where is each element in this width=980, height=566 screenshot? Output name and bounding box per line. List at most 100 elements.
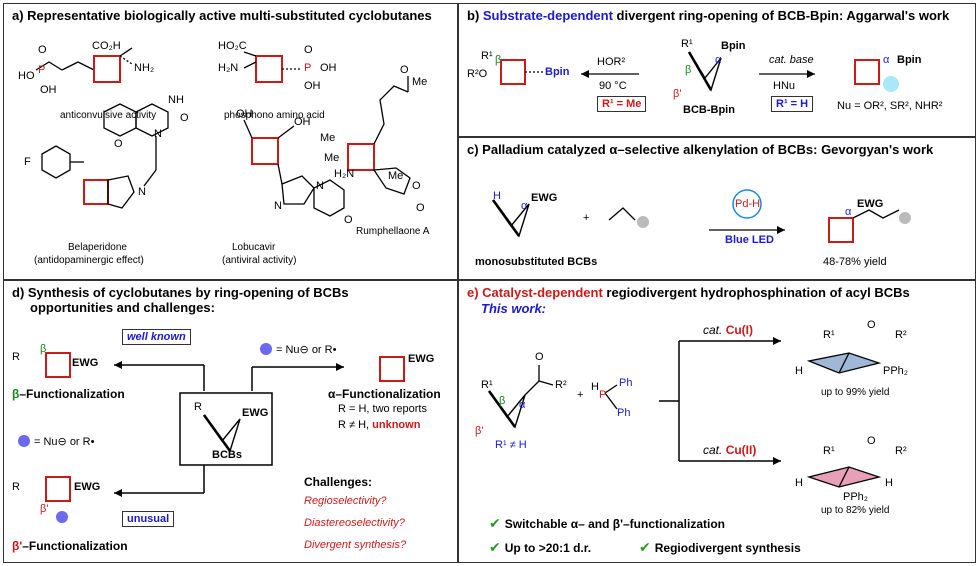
panel-e: e) Catalyst-dependent regiodivergent hyd… xyxy=(458,280,976,563)
label-belaperidone-sub: (antidopaminergic effect) xyxy=(34,255,144,266)
reagent-right-1: cat. base xyxy=(769,54,814,66)
atom-label: HO xyxy=(18,70,35,82)
check-icon: ✔ xyxy=(489,515,501,531)
cyclobutane-ring xyxy=(93,55,121,83)
box-r1-me: R¹ = Me xyxy=(597,96,647,112)
atom-label: O xyxy=(412,180,421,192)
atom-label: R²O xyxy=(467,68,488,80)
panel-c: c) Palladium catalyzed α–selective alken… xyxy=(458,137,976,280)
atom-label: N xyxy=(316,180,324,192)
ewg-label: EWG xyxy=(242,407,269,419)
panel-d-title: d) Synthesis of cyclobutanes by ring-ope… xyxy=(12,285,349,315)
atom-label: R¹ xyxy=(823,445,835,457)
panel-b-title: b) Substrate-dependent divergent ring-op… xyxy=(467,8,950,23)
panel-a-structures xyxy=(35,47,411,217)
challenge-2: Diastereoselectivity? xyxy=(304,517,405,529)
atom-label: N xyxy=(138,186,146,198)
atom-label: H xyxy=(885,477,893,489)
atom-label: H₂N xyxy=(218,62,239,74)
bcb-bpin-label: BCB-Bpin xyxy=(683,104,735,116)
challenges-title: Challenges: xyxy=(304,475,373,489)
check-icon: ✔ xyxy=(489,539,501,555)
atom-label: Me xyxy=(320,132,336,144)
ewg-label: EWG xyxy=(72,357,99,369)
label-rumphellaone: Rumphellaone A xyxy=(356,226,430,237)
label-phosphono: phosphono amino acid xyxy=(224,110,325,121)
alpha-label: α xyxy=(521,200,528,212)
panel-b-structures xyxy=(500,51,899,92)
catalyst-label: Pd-H xyxy=(735,198,761,210)
pph2-label: PPh₂ xyxy=(843,491,869,503)
atom-label: R¹ xyxy=(481,379,493,391)
challenge-1: Regioselectivity? xyxy=(304,495,387,507)
atom-label: O xyxy=(180,112,189,124)
cat-cu2-label: cat. Cu(II) xyxy=(703,443,757,457)
ewg-label: EWG xyxy=(74,481,101,493)
alpha-label: α xyxy=(715,54,722,66)
atom-label: R² xyxy=(895,329,907,341)
bpin-label: Bpin xyxy=(721,40,746,52)
check-icon: ✔ xyxy=(639,539,651,555)
label-belaperidone: Belaperidone xyxy=(68,242,127,253)
nu-dot xyxy=(883,76,899,92)
atom-label: O xyxy=(400,64,409,76)
catalyst-cycle xyxy=(732,189,762,219)
reagent-right-2: HNu xyxy=(773,80,796,92)
box-r1-h: R¹ = H xyxy=(771,96,814,112)
ewg-label: EWG xyxy=(531,192,558,204)
yield-label: 48-78% yield xyxy=(823,256,887,268)
nu-or-r-label: = Nu⊖ or R• xyxy=(34,436,95,448)
atom-label: NH xyxy=(168,94,184,106)
atom-label: O xyxy=(416,202,425,214)
atom-label: P xyxy=(38,64,46,76)
atom-label: R² xyxy=(555,379,567,391)
r-neq-h-label: R ≠ H, unknown xyxy=(338,419,421,431)
challenge-3: Divergent synthesis? xyxy=(304,539,407,551)
atom-label: O xyxy=(867,319,876,331)
cond-left: 90 °C xyxy=(599,80,627,92)
check-row-2: ✔Up to >20:1 d.r. xyxy=(489,539,592,555)
ewg-label: EWG xyxy=(408,353,435,365)
panel-e-title: e) Catalyst-dependent regiodivergent hyd… xyxy=(467,285,910,300)
bcbs-label: BCBs xyxy=(212,449,242,461)
betap-func-label: β'–Functionalization xyxy=(12,539,128,553)
atom-label: F xyxy=(24,156,31,168)
atom-label: OH xyxy=(40,84,57,96)
atom-label: P xyxy=(599,389,607,401)
atom-label: R¹ xyxy=(681,38,693,50)
alpha-func-label: α–Functionalization xyxy=(328,387,441,401)
atom-label: N xyxy=(154,128,162,140)
panel-c-title: c) Palladium catalyzed α–selective alken… xyxy=(467,142,934,157)
yield-cu2: up to 82% yield xyxy=(821,505,890,516)
beta-label: β xyxy=(40,343,47,355)
light-label: Blue LED xyxy=(725,234,774,246)
unusual-box: unusual xyxy=(122,511,175,527)
atom-label: H xyxy=(591,381,599,393)
atom-label: O xyxy=(344,214,353,226)
panel-a: a) Representative biologically active mu… xyxy=(3,3,458,280)
panel-e-structures xyxy=(487,337,882,488)
atom-label: H xyxy=(493,190,501,202)
bpin-label: Bpin xyxy=(545,66,570,78)
alpha-label: α xyxy=(845,206,852,218)
atom-label: R xyxy=(12,351,20,363)
beta-prime-label: β' xyxy=(673,88,682,100)
atom-label: R² xyxy=(895,445,907,457)
label-lobucavir: Lobucavir xyxy=(232,242,276,253)
panel-a-title: a) Representative biologically active mu… xyxy=(12,8,432,23)
beta-label: β xyxy=(685,64,692,76)
beta-label: β xyxy=(499,395,506,407)
atom-label: O xyxy=(114,138,123,150)
r1-neq-h: R¹ ≠ H xyxy=(495,439,527,451)
nu-text: Nu = OR², SR², NHR² xyxy=(837,100,943,112)
sub-label: monosubstituted BCBs xyxy=(475,256,598,268)
panel-e-subtitle: This work: xyxy=(481,301,547,316)
atom-label: Me xyxy=(324,152,340,164)
ewg-label: EWG xyxy=(857,198,884,210)
bpin-label: Bpin xyxy=(897,54,922,66)
check-row-1: ✔Switchable α– and β'–functionalization xyxy=(489,515,725,531)
atom-label: CO₂H xyxy=(92,40,121,52)
nu-or-r-label: = Nu⊖ or R• xyxy=(276,344,337,356)
atom-label: Ph xyxy=(617,407,631,419)
plus-sign: + xyxy=(583,212,590,224)
